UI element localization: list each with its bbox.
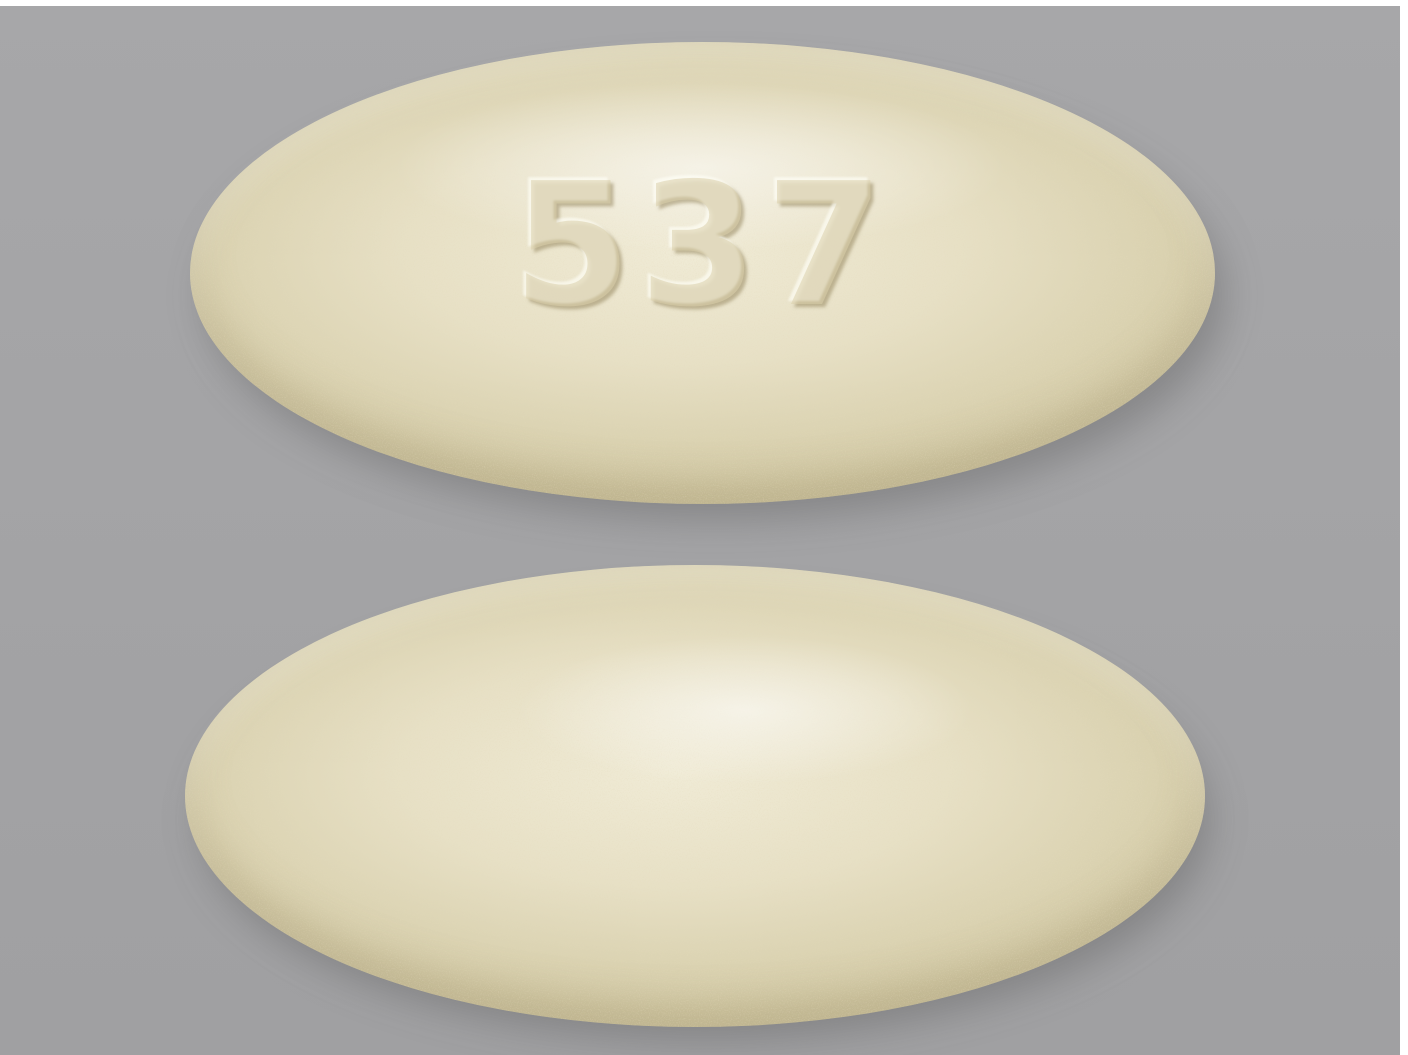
top-tablet: 537 bbox=[190, 42, 1215, 504]
bottom-tablet-speckle bbox=[185, 565, 1205, 1027]
tablet-imprint: 537 bbox=[513, 147, 892, 345]
bottom-tablet bbox=[185, 565, 1205, 1027]
bottom-tablet-highlight bbox=[515, 635, 975, 785]
image-border bbox=[1400, 0, 1408, 1055]
top-tablet-highlight bbox=[390, 82, 1010, 252]
